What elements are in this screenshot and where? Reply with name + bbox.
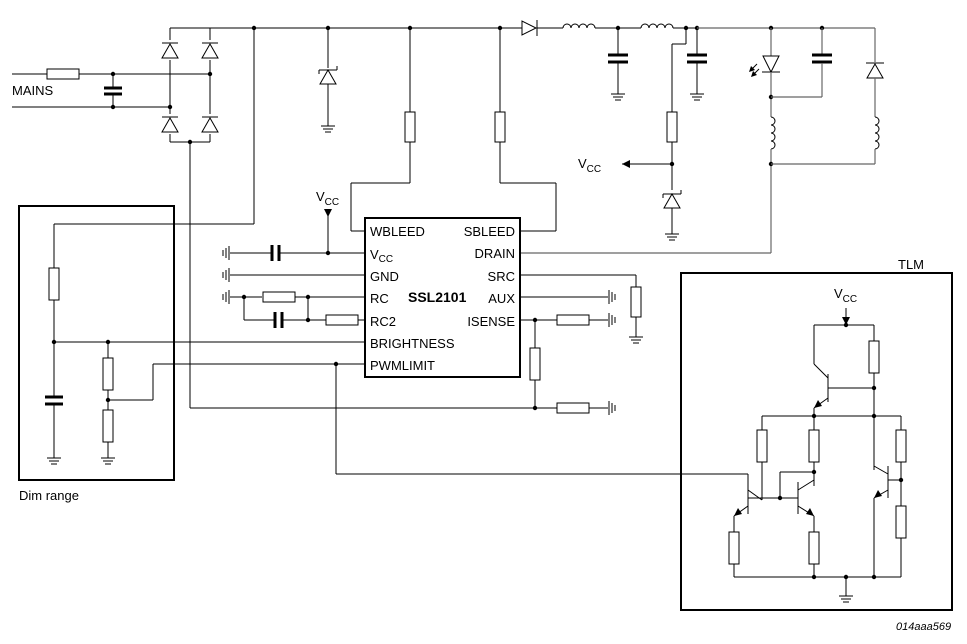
bridge-diode-3	[161, 114, 179, 134]
tlm-r6	[895, 429, 907, 463]
wbleed-resistor	[404, 111, 416, 143]
pin-drain: DRAIN	[475, 246, 515, 261]
pin-isense: ISENSE	[467, 314, 515, 329]
rc-resistor	[262, 291, 296, 303]
ic-body	[364, 217, 521, 378]
mains-series-resistor	[46, 68, 80, 80]
pin-sbleed: SBLEED	[464, 224, 515, 239]
mains-input: MAINS	[12, 68, 210, 110]
dim-range-label: Dim range	[19, 488, 79, 503]
bridge-diode-1	[161, 40, 179, 60]
buck-inductor	[770, 116, 776, 150]
tlm-r1	[868, 340, 880, 374]
filter-capacitor-2	[687, 28, 707, 101]
tlm-r2	[756, 429, 768, 463]
vcc-zener	[662, 190, 682, 241]
ic-name: SSL2101	[408, 289, 467, 305]
series-diode	[521, 20, 538, 36]
pin-aux: AUX	[488, 291, 515, 306]
isense-filter-resistor	[529, 347, 541, 381]
filter-capacitor-1	[608, 28, 628, 101]
ic-right-network	[520, 274, 643, 415]
tlm-r4	[728, 531, 740, 565]
bridge-diode-4	[201, 114, 219, 134]
divider-top-resistor	[102, 357, 114, 391]
vcc-supply-resistor	[666, 111, 678, 143]
dc-rail: VCC	[210, 20, 707, 241]
vcc-arrow-icon	[622, 160, 630, 168]
tlm-r3	[808, 429, 820, 463]
tlm-block: TLM VCC	[680, 257, 953, 611]
input-zener	[318, 28, 338, 133]
bridge-diode-2	[201, 40, 219, 60]
filter-inductor-2	[640, 23, 674, 29]
mains-label: MAINS	[12, 83, 54, 98]
pin-gnd: GND	[370, 269, 399, 284]
tlm-r5	[808, 531, 820, 565]
rc2-resistor	[325, 314, 359, 326]
filter-inductor-1	[562, 23, 596, 29]
isense-resistor	[556, 314, 590, 326]
dim-range-box	[18, 205, 175, 481]
sbleed-resistor	[494, 111, 506, 143]
tlm-label: TLM	[898, 257, 924, 272]
ic-left-network: VCC	[54, 142, 749, 482]
figure-id: 014aaa569	[896, 621, 951, 633]
vcc-tlm-label: VCC	[834, 286, 857, 305]
pin-rc: RC	[370, 291, 389, 306]
second-inductor	[874, 116, 880, 150]
shunt-resistor	[556, 402, 590, 414]
divider-bottom-resistor	[102, 409, 114, 443]
src-resistor	[630, 286, 642, 318]
dim-top-resistor	[48, 267, 60, 301]
vcc-main-label: VCC	[578, 156, 601, 175]
dim-range-block: Dim range	[18, 28, 255, 503]
pin-src: SRC	[488, 269, 515, 284]
pin-wbleed: WBLEED	[370, 224, 425, 239]
led-load	[520, 25, 884, 254]
pin-pwmlimit: PWMLIMIT	[370, 358, 435, 373]
tlm-box	[680, 272, 953, 611]
vcc-chip-label: VCC	[316, 189, 339, 208]
pin-rc2: RC2	[370, 314, 396, 329]
led-capacitor	[771, 28, 832, 98]
freewheel-diode	[866, 28, 884, 117]
pin-vcc: VCC	[370, 247, 393, 265]
ssl2101-ic: WBLEED VCC GND RC RC2 BRIGHTNESS PWMLIMI…	[364, 217, 521, 378]
tlm-r7	[895, 505, 907, 539]
pin-brightness: BRIGHTNESS	[370, 336, 455, 351]
led-icon	[749, 28, 780, 77]
bridge-rectifier	[161, 27, 219, 145]
